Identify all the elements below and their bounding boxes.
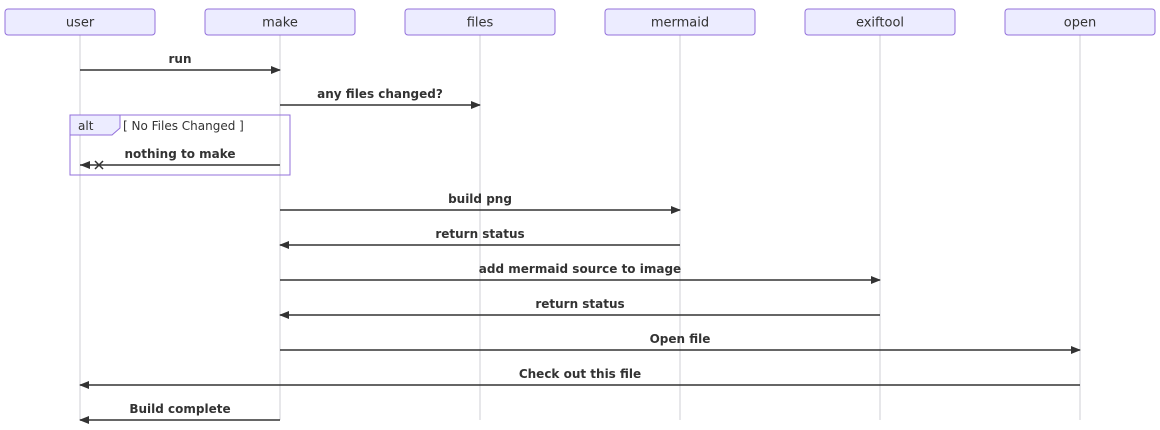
messages: run any files changed? nothing to make buil… xyxy=(79,52,1081,424)
message-label: Build complete xyxy=(129,402,230,416)
message-arrowhead xyxy=(80,161,90,169)
message-2: any files changed? xyxy=(280,87,481,109)
actor-box-files xyxy=(404,8,556,36)
alt-fragment-condition: [ No Files Changed ] xyxy=(123,119,244,133)
alt-fragment-box xyxy=(69,114,291,176)
message-9: Check out this file xyxy=(79,367,1080,389)
alt-fragment-label-box xyxy=(69,114,121,136)
message-label: build png xyxy=(448,192,512,206)
actor-make: make xyxy=(204,8,356,36)
message-5: return status xyxy=(279,227,680,249)
message-8: Open file xyxy=(280,332,1081,354)
message-label: return status xyxy=(435,227,524,241)
actor-exiftool: exiftool xyxy=(804,8,956,36)
actor-label-mermaid: mermaid xyxy=(651,16,709,31)
alt-fragment-kind: alt xyxy=(78,119,94,133)
actor-label-make: make xyxy=(262,16,298,31)
actor-box-mermaid xyxy=(604,8,756,36)
actor-box-exiftool xyxy=(804,8,956,36)
cross-icon xyxy=(94,160,104,170)
actor-label-files: files xyxy=(467,16,494,31)
actor-box-make xyxy=(204,8,356,36)
actors: user make files mermaid exiftool open xyxy=(4,8,1156,36)
message-label: Open file xyxy=(650,332,711,346)
message-1: run xyxy=(80,52,281,74)
actor-user: user xyxy=(4,8,156,36)
actor-mermaid: mermaid xyxy=(604,8,756,36)
message-label: Check out this file xyxy=(519,367,641,381)
actor-label-open: open xyxy=(1064,16,1096,31)
message-3: nothing to make xyxy=(80,147,280,170)
actor-open: open xyxy=(1004,8,1156,36)
message-label: return status xyxy=(535,297,624,311)
message-label: nothing to make xyxy=(124,147,235,161)
message-label: run xyxy=(168,52,191,66)
message-4: build png xyxy=(280,192,681,214)
actor-files: files xyxy=(404,8,556,36)
message-6: add mermaid source to image xyxy=(280,262,881,284)
message-7: return status xyxy=(279,297,880,319)
actor-box-user xyxy=(4,8,156,36)
actor-label-user: user xyxy=(66,16,95,31)
message-10: Build complete xyxy=(79,402,280,424)
actor-label-exiftool: exiftool xyxy=(856,16,904,31)
actor-box-open xyxy=(1004,8,1156,36)
alt-fragment: alt [ No Files Changed ] xyxy=(69,114,291,176)
lifelines xyxy=(79,35,1081,420)
message-label: add mermaid source to image xyxy=(479,262,681,276)
message-label: any files changed? xyxy=(317,87,443,101)
